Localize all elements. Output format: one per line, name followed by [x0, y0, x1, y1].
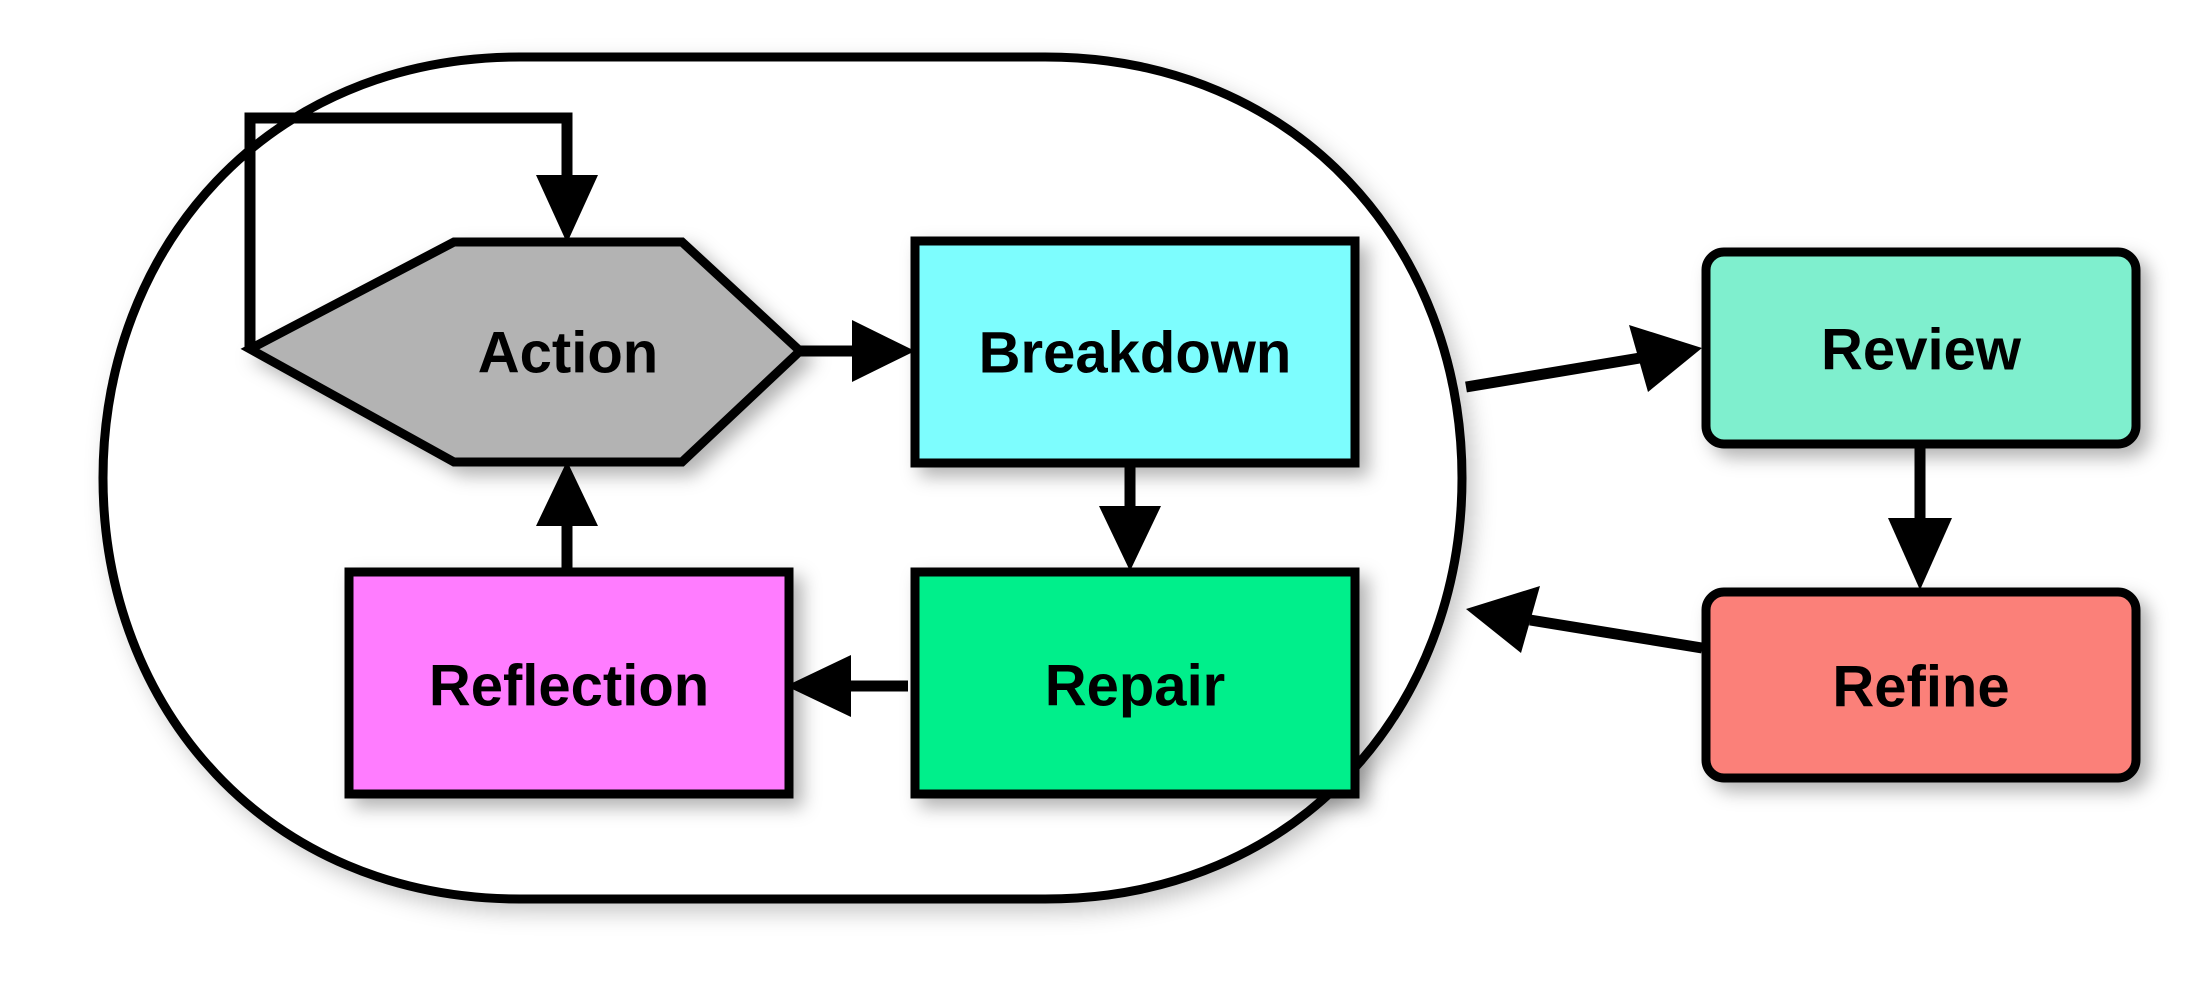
edge-review-refine[interactable] — [1888, 446, 1952, 590]
edge-repair-reflection[interactable] — [786, 655, 908, 717]
edge-reflection-action-arrowhead — [536, 461, 598, 526]
edge-action-self[interactable] — [230, 100, 598, 365]
node-review-shape — [1701, 247, 2141, 449]
node-breakdown-shape — [910, 236, 1360, 468]
edge-container-review-arrowhead — [1629, 325, 1702, 392]
edge-review-refine-arrowhead — [1888, 518, 1952, 590]
edge-refine-container[interactable] — [1466, 586, 1703, 654]
edge-breakdown-repair-arrowhead — [1099, 506, 1161, 571]
node-breakdown[interactable]: Breakdown — [910, 236, 1360, 468]
edge-repair-reflection-arrowhead — [786, 655, 851, 717]
node-repair[interactable]: Repair — [910, 567, 1360, 799]
edge-container-review[interactable] — [1465, 325, 1702, 393]
node-reflection[interactable]: Reflection — [344, 567, 794, 799]
edge-action-breakdown[interactable] — [800, 320, 915, 382]
node-repair-shape — [910, 567, 1360, 799]
node-action-shape — [240, 237, 807, 467]
edge-action-self-arrowhead — [536, 175, 598, 243]
edge-action-self-line — [244, 112, 573, 349]
edge-reflection-action[interactable] — [536, 461, 598, 570]
edge-refine-container-line — [1529, 614, 1703, 654]
edge-breakdown-repair[interactable] — [1099, 462, 1161, 571]
node-review[interactable]: Review — [1701, 247, 2141, 449]
node-refine-shape — [1701, 587, 2141, 783]
node-refine[interactable]: Refine — [1701, 587, 2141, 783]
edge-refine-container-arrowhead — [1466, 586, 1540, 653]
node-reflection-shape — [344, 567, 794, 799]
edge-container-review-line — [1465, 352, 1641, 393]
edge-action-breakdown-arrowhead — [852, 320, 915, 382]
